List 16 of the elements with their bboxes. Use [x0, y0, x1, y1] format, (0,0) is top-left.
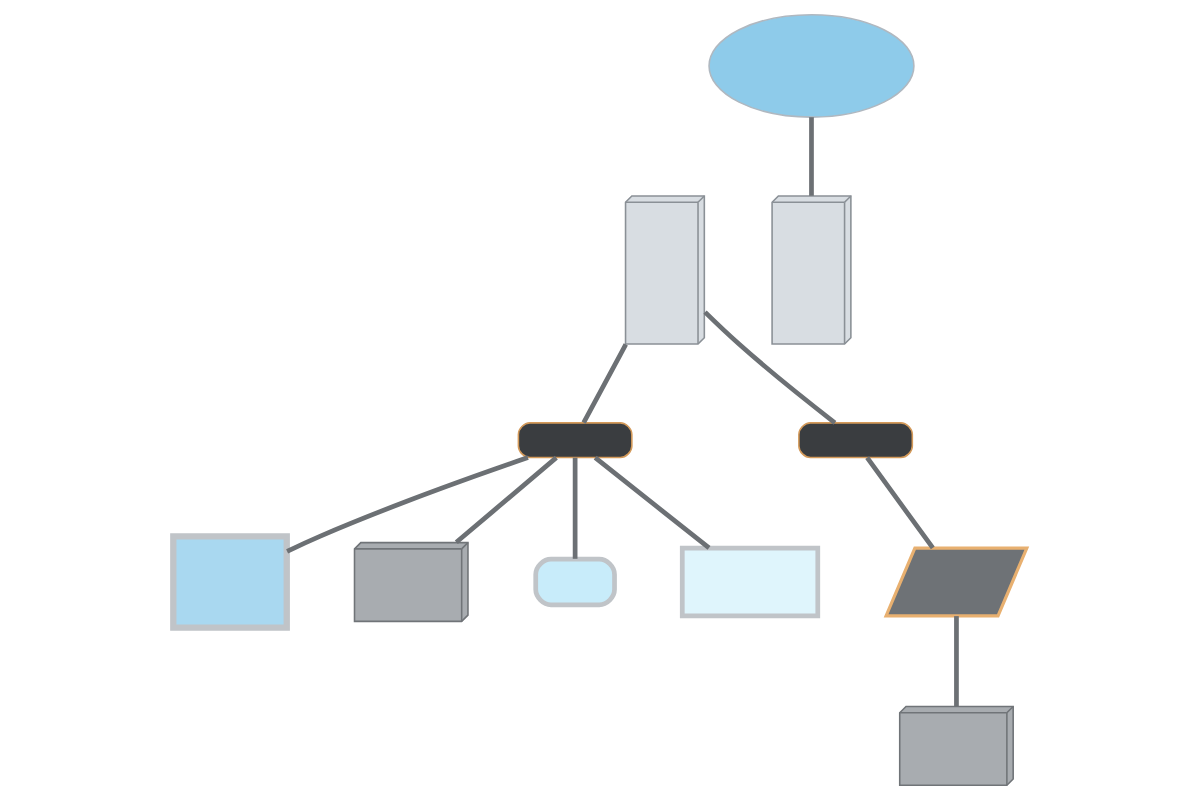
node-computer	[170, 533, 290, 631]
node-router	[517, 422, 633, 459]
node-tablet	[679, 545, 821, 619]
connector	[593, 455, 711, 550]
connector	[703, 310, 837, 425]
connector	[454, 455, 558, 545]
node-router	[798, 422, 914, 459]
node-cloud	[708, 13, 915, 118]
connector	[809, 117, 814, 196]
connector	[865, 456, 935, 550]
node-laptop	[883, 546, 1030, 618]
connector	[954, 616, 959, 707]
node-phone	[533, 556, 617, 608]
connector	[572, 457, 578, 559]
connector	[581, 343, 628, 424]
connector	[286, 455, 529, 554]
